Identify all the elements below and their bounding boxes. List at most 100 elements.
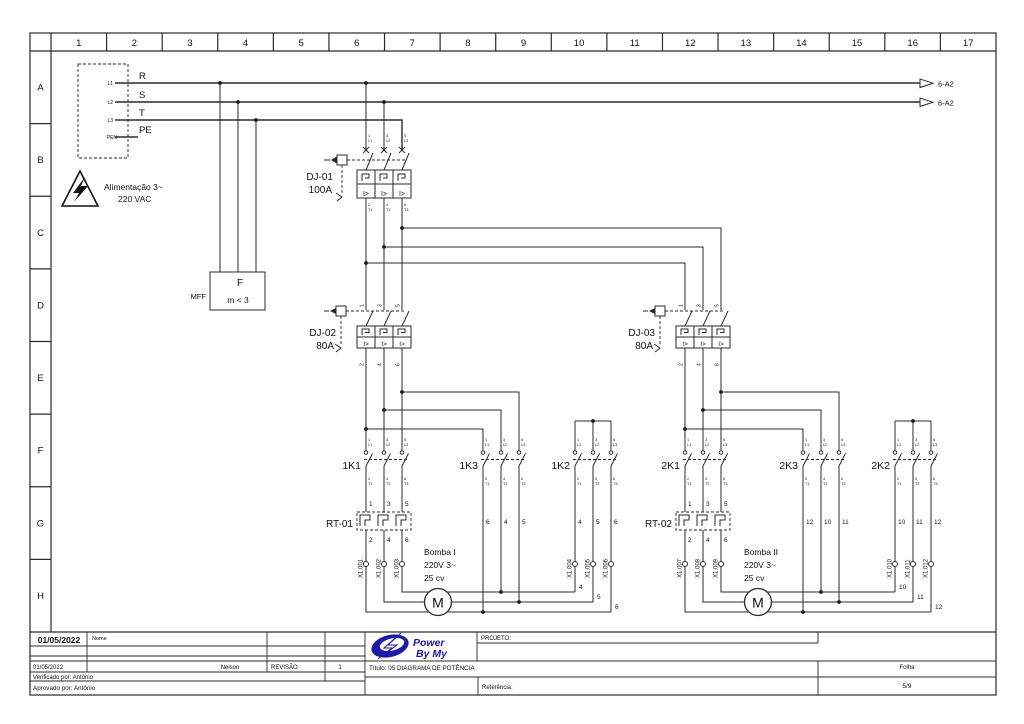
pole-label: L1 — [577, 443, 581, 447]
row-letter: C — [37, 228, 44, 239]
contact-blade — [401, 152, 410, 171]
titleblock-titulo: Título: 05 DIAGRAMA DE POTÊNCIA — [369, 663, 475, 672]
pole-label: 1 — [368, 134, 370, 138]
pole-label: 4 — [705, 477, 707, 481]
actuator-box — [335, 305, 347, 317]
wire-number: 6 — [614, 519, 618, 526]
source-terminal-l3: L3 — [107, 118, 113, 124]
thermal-element-icon — [397, 173, 406, 181]
bus-label-t: T — [139, 108, 145, 119]
junction-dot — [254, 118, 258, 122]
terminal-label: X1.002 — [377, 558, 383, 578]
contact-terminal — [700, 450, 706, 455]
pole-label: 5 — [404, 438, 406, 442]
source-terminal-pen: PEN — [107, 135, 118, 141]
wire-number: 10 — [899, 584, 907, 591]
contact-terminal — [800, 450, 806, 455]
junction-dot — [236, 100, 240, 104]
terminal-circle — [718, 561, 724, 567]
junction-dot — [400, 226, 404, 230]
pole-label: T1 — [805, 482, 809, 486]
pole-label: 2 — [368, 477, 370, 481]
terminal-circle — [381, 561, 387, 567]
actuator-box — [336, 154, 348, 166]
wire-number: 4 — [706, 537, 710, 544]
breaker-id: DJ-03 — [628, 328, 655, 339]
pole-label: L3 — [404, 443, 408, 447]
titleblock-folha-value: 5/9 — [902, 683, 911, 690]
titleblock-verificado: Verificado por: Antônio — [33, 675, 94, 681]
terminal-circle — [682, 561, 688, 567]
actuator-arrow-icon — [331, 156, 337, 164]
pole-label: 5 — [715, 304, 721, 307]
thermal-element-icon — [698, 328, 707, 335]
pole-label: 5 — [723, 438, 725, 442]
pole-label: 2 — [679, 363, 685, 366]
pole-label: 3 — [386, 134, 388, 138]
column-number: 9 — [521, 38, 526, 49]
pole-label: T2 — [386, 208, 390, 212]
pole-label: 4 — [595, 477, 597, 481]
contactor-id: 1K2 — [551, 460, 570, 472]
junction-dot — [701, 408, 705, 412]
pole-label: 4 — [915, 477, 917, 481]
titleblock-referencia-label: Referência: — [482, 685, 513, 691]
terminal-x-mark — [398, 146, 406, 154]
breaker-box-divider — [357, 326, 411, 348]
pole-label: 4 — [386, 203, 388, 207]
junction-dot — [382, 100, 386, 104]
devices: 1L12T1I>3L24T2I>5L36T3I>DJ-01100A12I>34I… — [306, 134, 942, 611]
terminal-circle — [363, 561, 369, 567]
pole-label: T1 — [368, 208, 372, 212]
junction-dot — [819, 590, 823, 594]
contact-blade — [684, 310, 693, 327]
wire-number: 5 — [597, 594, 601, 601]
logo-lightning-icon — [377, 632, 402, 660]
offpage-references: 6-A2 6-A2 — [919, 78, 954, 108]
wire-number: 10 — [898, 519, 906, 526]
magnetic-element-label: I> — [381, 341, 387, 348]
contactor-id: 1K1 — [342, 460, 361, 472]
pole-label: T2 — [386, 482, 390, 486]
titleblock-nome-label: Nome — [92, 636, 107, 642]
supply-source: L1 L2 L3 PEN R S T PE — [77, 63, 152, 159]
contact-blade — [401, 310, 410, 327]
titleblock-name: Nelson — [221, 665, 240, 671]
column-number: 15 — [852, 38, 863, 49]
pole-label: L2 — [386, 139, 390, 143]
terminal-x-mark — [380, 146, 388, 154]
pole-label: 6 — [396, 363, 402, 366]
wire-number: 10 — [824, 519, 832, 526]
contact-terminal — [892, 450, 898, 455]
pole-label: 6 — [723, 477, 725, 481]
junction-dot — [364, 427, 368, 431]
contact-terminal — [682, 450, 688, 455]
motor-circle-icon — [743, 587, 773, 617]
pole-label: L1 — [368, 139, 372, 143]
pole-label: 6 — [404, 477, 406, 481]
wire-number: 4 — [387, 537, 391, 544]
pole-label: T3 — [933, 482, 937, 486]
magnetic-element-label: I> — [399, 341, 405, 348]
junction-dot — [801, 610, 805, 614]
contact-blade — [383, 310, 392, 327]
row-letter: E — [37, 373, 43, 384]
pole-label: 4 — [697, 363, 703, 366]
junction-dot — [400, 390, 404, 394]
supply-text-line1: Alimentação 3~ — [104, 182, 163, 192]
column-number: 5 — [298, 38, 303, 49]
terminal-circle — [892, 561, 898, 567]
pole-label: 3 — [697, 304, 703, 307]
pole-label: 2 — [368, 203, 370, 207]
wire-number: 1 — [688, 501, 692, 508]
wire-number: 5 — [522, 519, 526, 526]
wire-number: 12 — [934, 519, 942, 526]
magnetic-element-label: I> — [363, 191, 369, 198]
pole-label: 2 — [485, 477, 487, 481]
